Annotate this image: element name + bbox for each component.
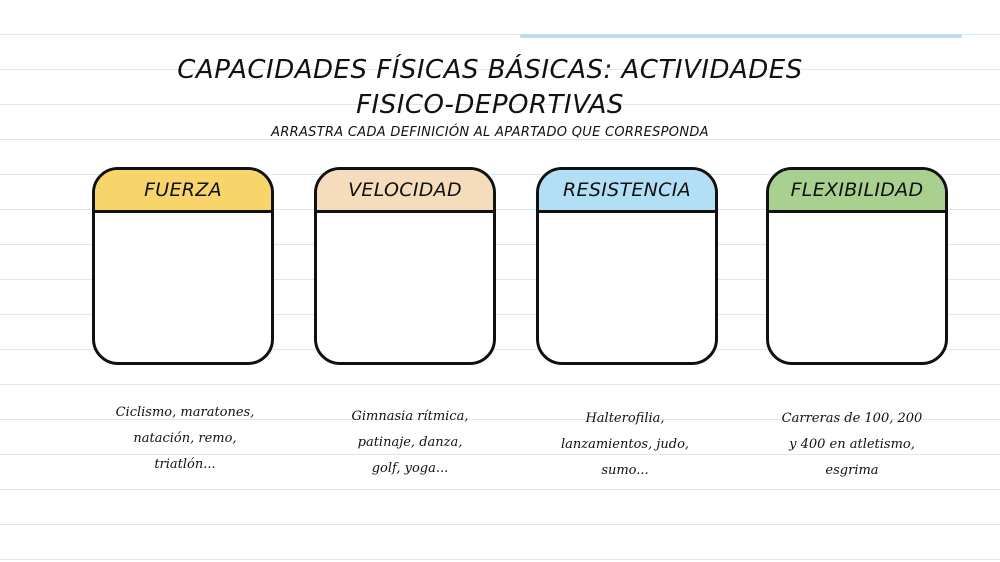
drop-zone-velocidad[interactable] [317,213,493,362]
page-title-line-2: FISICO-DEPORTIVAS [356,90,624,120]
item-line: sumo... [601,463,649,478]
page-title-line-1: CAPACIDADES FÍSICAS BÁSICAS: ACTIVIDADES [177,55,803,85]
draggable-item-4[interactable]: Carreras de 100, 200 y 400 en atletismo,… [762,406,942,484]
item-line: esgrima [825,463,879,478]
category-header-flexibilidad: FLEXIBILIDAD [769,170,945,213]
category-header-fuerza: FUERZA [95,170,271,213]
item-line: lanzamientos, judo, [560,437,690,452]
category-card-resistencia: RESISTENCIA [536,167,718,365]
drop-zone-fuerza[interactable] [95,213,271,362]
draggable-item-1[interactable]: Ciclismo, maratones, natación, remo, tri… [95,400,275,478]
drop-zone-flexibilidad[interactable] [769,213,945,362]
item-line: triatlón... [154,457,216,472]
draggable-item-2[interactable]: Gimnasia rítmica, patinaje, danza, golf,… [320,404,500,482]
drop-zone-resistencia[interactable] [539,213,715,362]
category-header-velocidad: VELOCIDAD [317,170,493,213]
item-line: natación, remo, [133,431,237,446]
item-line: patinaje, danza, [357,435,463,450]
category-header-resistencia: RESISTENCIA [539,170,715,213]
item-line: Ciclismo, maratones, [115,405,255,420]
category-card-flexibilidad: FLEXIBILIDAD [766,167,948,365]
item-line: Gimnasia rítmica, [351,409,469,424]
item-line: Carreras de 100, 200 [781,411,923,426]
item-line: y 400 en atletismo, [789,437,915,452]
item-line: Halterofilia, [585,411,665,426]
category-card-fuerza: FUERZA [92,167,274,365]
top-accent-line [520,34,962,38]
category-card-velocidad: VELOCIDAD [314,167,496,365]
instructions-text: ARRASTRA CADA DEFINICIÓN AL APARTADO QUE… [271,125,709,140]
item-line: golf, yoga... [371,461,449,476]
draggable-item-3[interactable]: Halterofilia, lanzamientos, judo, sumo..… [535,406,715,484]
